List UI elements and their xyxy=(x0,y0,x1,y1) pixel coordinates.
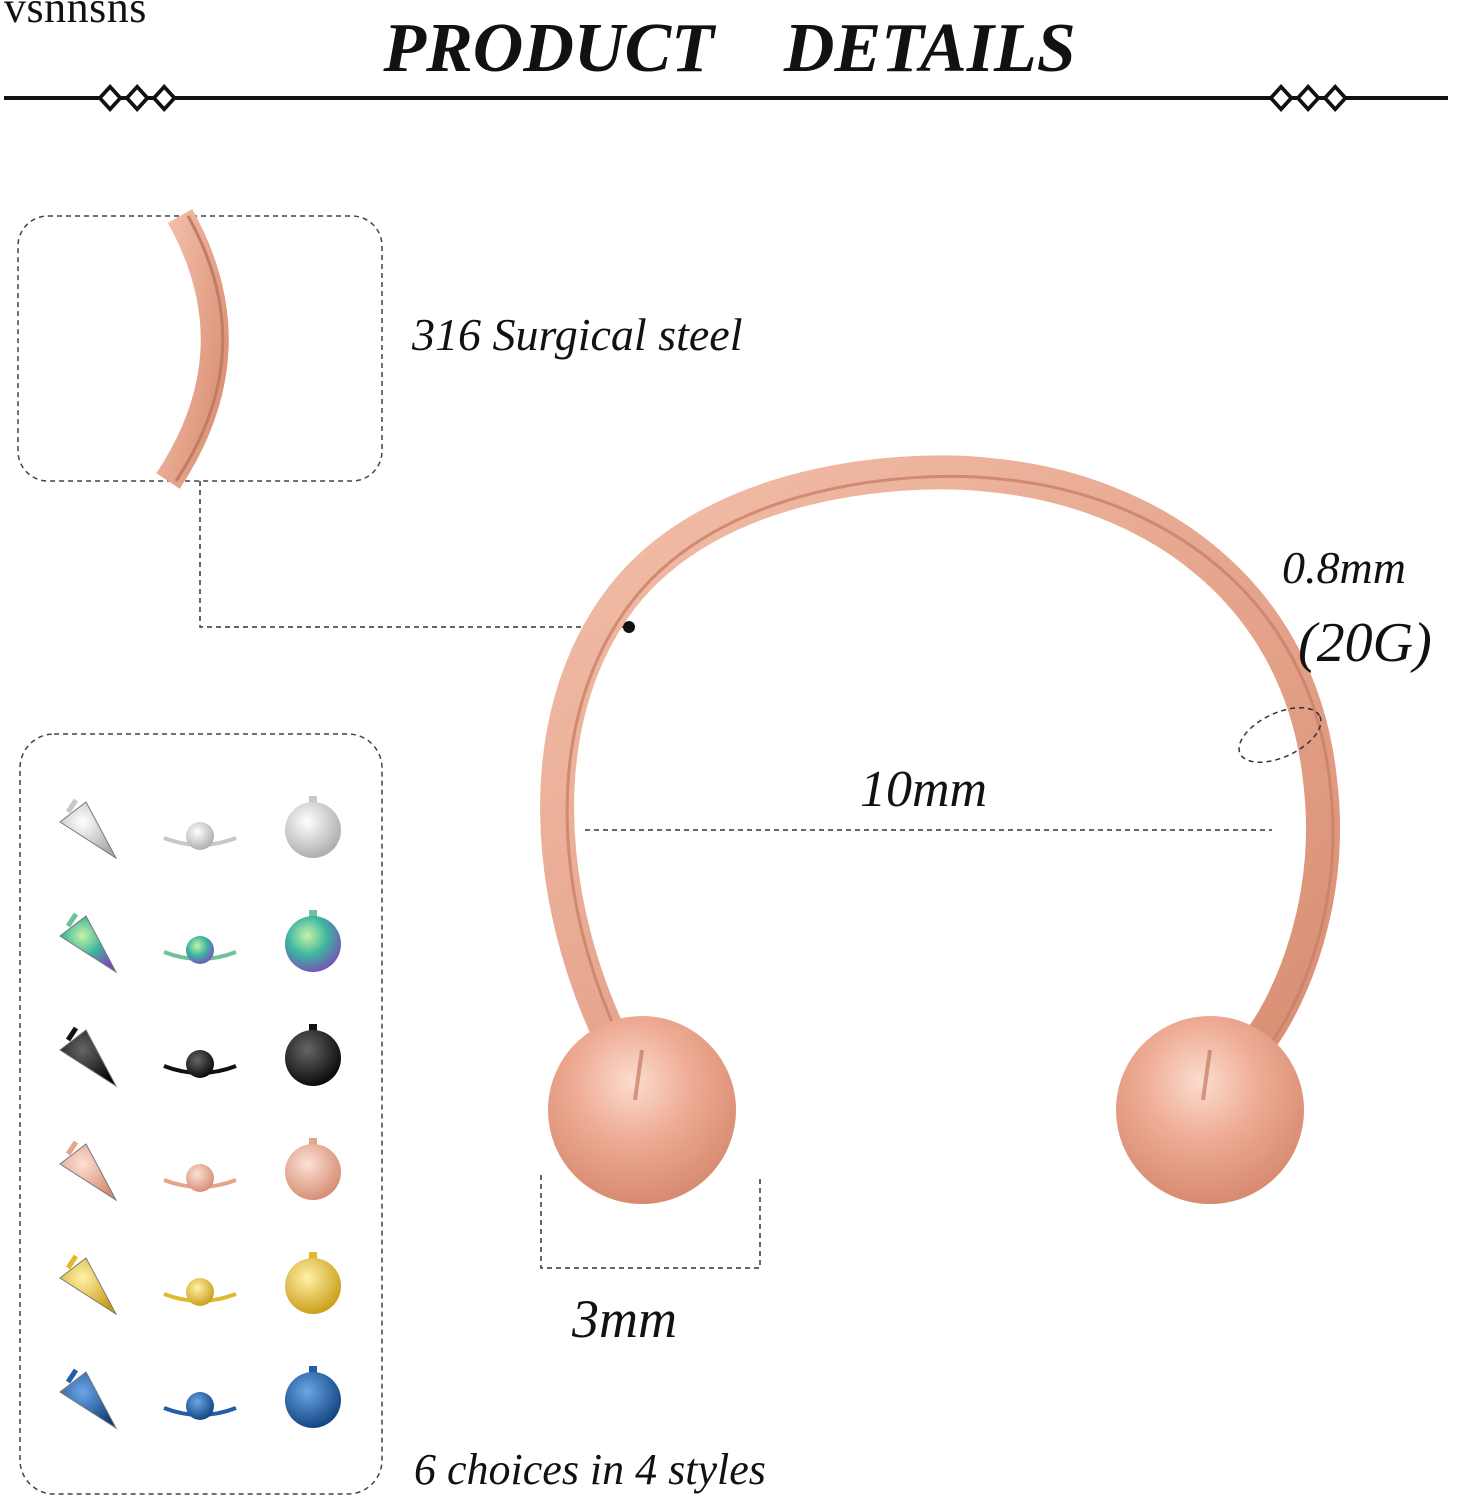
ball-size-bracket xyxy=(540,1175,761,1269)
material-pointer-dot xyxy=(623,621,635,633)
brand-logo-text: vsnnsns xyxy=(4,0,147,32)
variant-black-ball-on-bar-icon xyxy=(163,1050,237,1078)
variant-silver-ball-on-bar-icon xyxy=(163,822,237,850)
left-ball-end xyxy=(548,1016,736,1204)
variant-rose-gold-ball-on-bar-icon xyxy=(163,1164,237,1192)
choices-label: 6 choices in 4 styles xyxy=(414,1445,766,1494)
right-ball-end xyxy=(1116,1016,1304,1204)
variant-gold-ball-icon xyxy=(285,1252,341,1314)
variant-blue-ball-icon xyxy=(285,1366,341,1428)
variant-blue-ball-on-bar-icon xyxy=(163,1392,237,1420)
variant-rose-gold-spike-icon xyxy=(59,1140,118,1202)
material-zoom-box xyxy=(17,209,383,489)
variant-black-spike-icon xyxy=(59,1026,118,1088)
variant-grid xyxy=(59,796,341,1430)
page-title: PRODUCT DETAILS xyxy=(383,10,1076,87)
material-label: 316 Surgical steel xyxy=(412,309,743,360)
ball-size-label: 3mm xyxy=(572,1289,677,1349)
variant-black-ball-icon xyxy=(285,1024,341,1086)
gauge-g-label: (20G) xyxy=(1298,612,1432,674)
variant-rainbow-ball-icon xyxy=(285,910,341,972)
left-diamond-ornament xyxy=(97,84,177,112)
horseshoe-ring xyxy=(540,455,1340,1204)
variant-silver-spike-icon xyxy=(59,798,118,860)
variant-silver-ball-icon xyxy=(285,796,341,858)
right-diamond-ornament xyxy=(1268,84,1348,112)
diameter-label: 10mm xyxy=(860,761,988,818)
material-leader-line xyxy=(199,481,628,628)
variant-rose-gold-ball-icon xyxy=(285,1138,341,1200)
variant-blue-spike-icon xyxy=(59,1368,118,1430)
header-divider xyxy=(4,96,1448,100)
gauge-ellipse-marker xyxy=(1238,706,1322,764)
variant-rainbow-spike-icon xyxy=(59,912,118,974)
variant-gold-spike-icon xyxy=(59,1254,118,1316)
variant-gold-ball-on-bar-icon xyxy=(163,1278,237,1306)
gauge-mm-label: 0.8mm xyxy=(1282,542,1406,593)
variant-rainbow-ball-on-bar-icon xyxy=(163,936,237,964)
